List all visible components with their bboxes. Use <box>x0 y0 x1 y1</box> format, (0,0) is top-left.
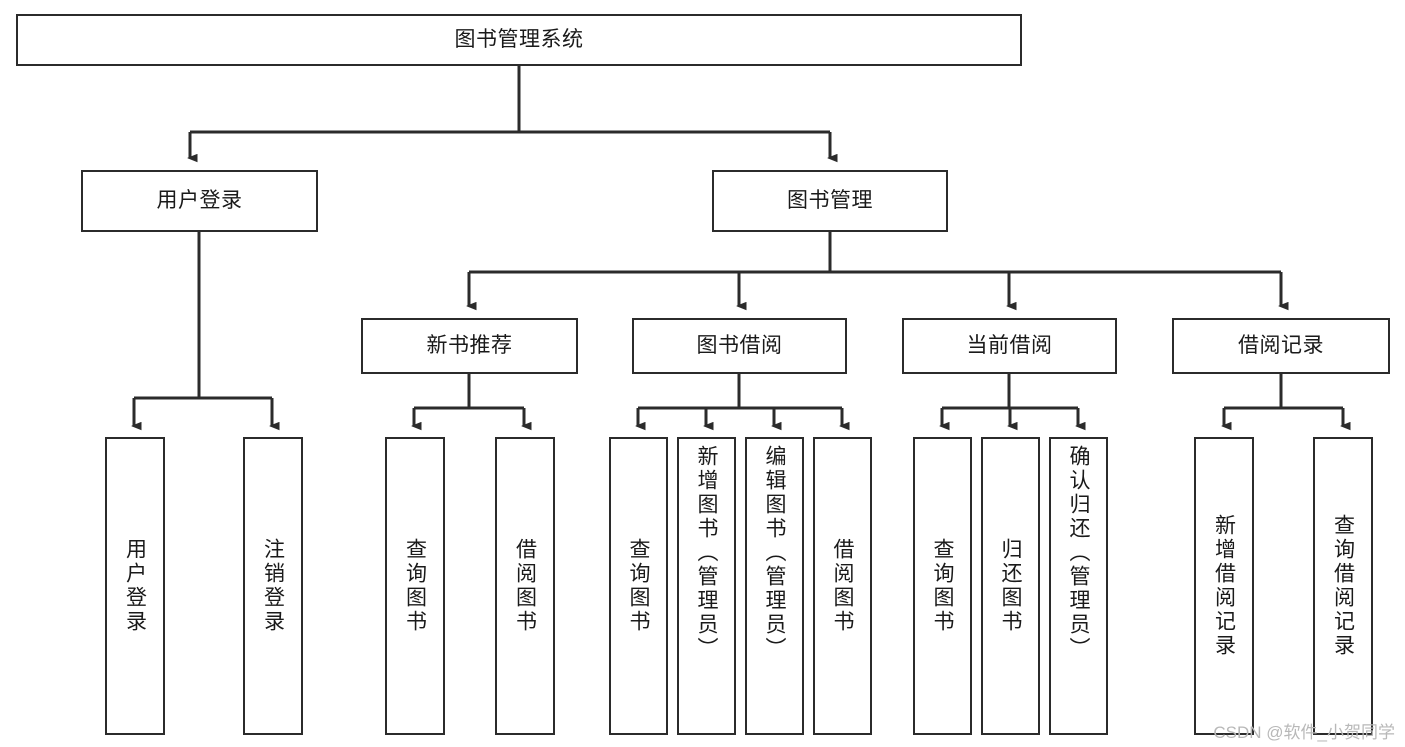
node-leaf-query-book-3-label: 查询图书 <box>931 538 954 634</box>
node-current-borrow-label: 当前借阅 <box>966 333 1053 357</box>
node-leaf-borrow-book-1-label: 借阅图书 <box>513 538 537 634</box>
node-borrow-record[interactable]: 借阅记录 <box>1172 318 1390 374</box>
node-book-borrow-label: 图书借阅 <box>696 333 783 357</box>
node-book-manage[interactable]: 图书管理 <box>712 170 948 232</box>
node-root-label: 图书管理系统 <box>454 27 584 51</box>
node-new-book-recommend-label: 新书推荐 <box>426 333 513 357</box>
node-leaf-query-book-3[interactable]: 查询图书 <box>913 437 972 735</box>
node-leaf-edit-book-label: 编辑图书（管理员） <box>763 445 786 661</box>
node-leaf-borrow-book-1[interactable]: 借阅图书 <box>495 437 555 735</box>
node-leaf-query-record-label: 查询借阅记录 <box>1331 514 1355 658</box>
node-root[interactable]: 图书管理系统 <box>16 14 1022 66</box>
node-leaf-return-book-label: 归还图书 <box>999 538 1022 634</box>
node-leaf-add-book[interactable]: 新增图书（管理员） <box>677 437 736 735</box>
watermark-text: CSDN @软件_小贺同学 <box>1213 723 1395 742</box>
node-leaf-return-book[interactable]: 归还图书 <box>981 437 1040 735</box>
node-leaf-edit-book[interactable]: 编辑图书（管理员） <box>745 437 804 735</box>
node-leaf-add-record[interactable]: 新增借阅记录 <box>1194 437 1254 735</box>
node-leaf-borrow-book-2-label: 借阅图书 <box>831 538 854 634</box>
node-leaf-user-login[interactable]: 用户登录 <box>105 437 165 735</box>
node-leaf-user-login-label: 用户登录 <box>123 538 147 634</box>
node-leaf-query-record[interactable]: 查询借阅记录 <box>1313 437 1373 735</box>
node-leaf-query-book-1-label: 查询图书 <box>403 538 427 634</box>
node-borrow-record-label: 借阅记录 <box>1238 333 1324 357</box>
node-leaf-add-record-label: 新增借阅记录 <box>1212 514 1236 658</box>
node-leaf-borrow-book-2[interactable]: 借阅图书 <box>813 437 872 735</box>
node-user-login-label: 用户登录 <box>156 188 243 212</box>
node-leaf-add-book-label: 新增图书（管理员） <box>695 445 718 661</box>
node-leaf-query-book-1[interactable]: 查询图书 <box>385 437 445 735</box>
node-book-manage-label: 图书管理 <box>787 188 873 212</box>
node-leaf-confirm-return[interactable]: 确认归还（管理员） <box>1049 437 1108 735</box>
node-book-borrow[interactable]: 图书借阅 <box>632 318 847 374</box>
node-leaf-user-logout[interactable]: 注销登录 <box>243 437 303 735</box>
node-current-borrow[interactable]: 当前借阅 <box>902 318 1117 374</box>
node-leaf-user-logout-label: 注销登录 <box>261 538 285 634</box>
node-new-book-recommend[interactable]: 新书推荐 <box>361 318 578 374</box>
node-leaf-query-book-2-label: 查询图书 <box>627 538 650 634</box>
node-user-login[interactable]: 用户登录 <box>81 170 318 232</box>
node-leaf-query-book-2[interactable]: 查询图书 <box>609 437 668 735</box>
node-leaf-confirm-return-label: 确认归还（管理员） <box>1067 445 1090 661</box>
